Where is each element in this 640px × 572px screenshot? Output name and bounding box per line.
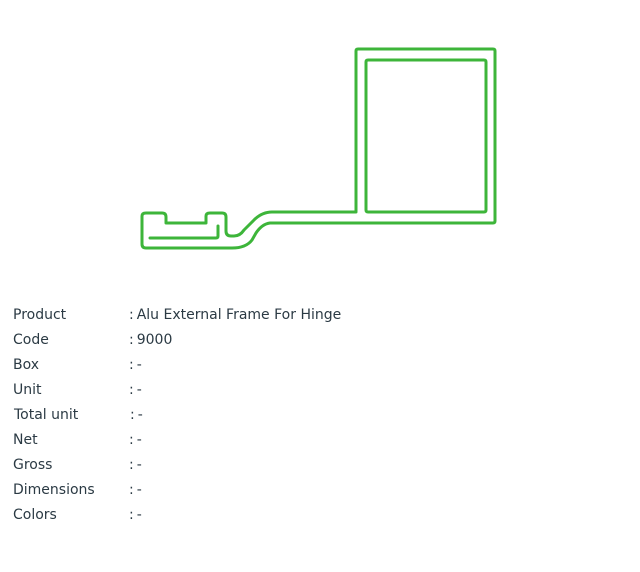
spec-value: :9000 bbox=[129, 329, 613, 354]
spec-row-product: Product :Alu External Frame For Hinge bbox=[13, 304, 613, 329]
spec-value-text: - bbox=[136, 457, 142, 473]
spec-separator: : bbox=[129, 507, 134, 523]
spec-label: Net bbox=[13, 432, 38, 448]
spec-label: Unit bbox=[13, 382, 42, 398]
spec-value: :- bbox=[129, 454, 613, 479]
spec-label: Code bbox=[13, 332, 49, 348]
spec-separator: : bbox=[129, 482, 134, 498]
spec-row-code: Code :9000 bbox=[13, 329, 613, 354]
spec-separator: : bbox=[130, 407, 135, 423]
spec-table: Product :Alu External Frame For Hinge Co… bbox=[13, 304, 613, 529]
spec-value-text: - bbox=[137, 407, 143, 423]
spec-separator: : bbox=[129, 307, 134, 323]
spec-value-text: - bbox=[136, 507, 142, 523]
spec-separator: : bbox=[129, 457, 134, 473]
spec-value-text: - bbox=[136, 382, 142, 398]
spec-separator: : bbox=[129, 432, 134, 448]
spec-value: :- bbox=[129, 504, 613, 529]
spec-label: Product bbox=[13, 307, 67, 323]
spec-value-text: - bbox=[136, 357, 142, 373]
spec-label: Colors bbox=[13, 507, 57, 523]
spec-label: Dimensions bbox=[13, 482, 95, 498]
spec-separator: : bbox=[129, 382, 134, 398]
profile-outline bbox=[140, 47, 497, 250]
profile-hook-lip bbox=[148, 224, 220, 240]
spec-value-text: - bbox=[136, 432, 142, 448]
spec-separator: : bbox=[129, 332, 134, 348]
spec-label: Box bbox=[13, 357, 40, 373]
profile-drawing bbox=[140, 47, 497, 250]
spec-value-text: - bbox=[136, 482, 142, 498]
spec-row-total-unit: Total unit :- bbox=[13, 404, 613, 429]
spec-row-dimensions: Dimensions :- bbox=[13, 479, 613, 504]
spec-row-colors: Colors :- bbox=[13, 504, 613, 529]
spec-value-text: Alu External Frame For Hinge bbox=[136, 307, 342, 323]
spec-value-text: 9000 bbox=[136, 332, 173, 348]
spec-value: :- bbox=[129, 379, 613, 404]
spec-label: Gross bbox=[13, 457, 53, 473]
spec-value: :Alu External Frame For Hinge bbox=[129, 304, 613, 329]
spec-row-unit: Unit :- bbox=[13, 379, 613, 404]
spec-value: :- bbox=[129, 354, 613, 379]
spec-row-box: Box :- bbox=[13, 354, 613, 379]
spec-value: :- bbox=[129, 479, 613, 504]
spec-separator: : bbox=[129, 357, 134, 373]
profile-chamber-outer bbox=[140, 47, 497, 250]
spec-label: Total unit bbox=[14, 407, 79, 423]
profile-chamber-inner bbox=[364, 58, 488, 214]
spec-row-gross: Gross :- bbox=[13, 454, 613, 479]
spec-value: :- bbox=[129, 429, 613, 454]
spec-row-net: Net :- bbox=[13, 429, 613, 454]
spec-value: :- bbox=[130, 404, 613, 429]
